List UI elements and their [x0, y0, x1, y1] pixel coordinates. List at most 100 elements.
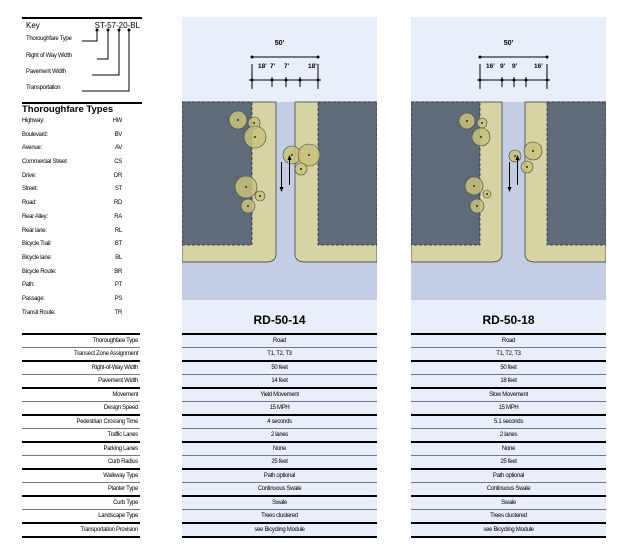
tree-trunk: [259, 195, 261, 197]
row-value: 25 feet: [411, 454, 606, 469]
type-code: AV: [115, 145, 122, 152]
type-row: Path: PT: [22, 279, 142, 293]
row-value: 25 feet: [182, 454, 377, 469]
type-name: Rear lane:: [22, 227, 47, 234]
row-value: Swale: [182, 495, 377, 509]
row-value: Path optional: [182, 468, 377, 482]
type-row: Passage: PS: [22, 293, 142, 307]
type-code: TR: [114, 309, 123, 316]
type-name: Path:: [22, 282, 35, 289]
row-value: 5.1 seconds: [411, 414, 606, 428]
row-value: 18 feet: [411, 373, 606, 388]
tree-trunk: [308, 154, 310, 156]
type-row: Boulevard: BV: [22, 129, 142, 143]
tree-trunk: [532, 150, 534, 152]
row-value: Road: [411, 333, 606, 347]
row-value: 50 feet: [411, 360, 606, 374]
tree-trunk: [526, 166, 528, 168]
type-row: Transit Route: TR: [22, 307, 142, 321]
type-code: BR: [114, 268, 122, 275]
row-label: Pavement Width: [22, 373, 140, 388]
type-name: Boulevard:: [22, 131, 48, 138]
key-item: Transportation: [26, 85, 61, 91]
tree-trunk: [247, 205, 249, 207]
segment-width-dim: 16': [534, 63, 543, 70]
row-value: T1, T2, T3: [411, 346, 606, 361]
row-label: Parking Lanes: [22, 441, 140, 455]
type-row: Bicycle Trail:BT: [22, 238, 142, 252]
row-label: Planter Type: [22, 481, 140, 496]
row-value: Trees clustered: [411, 508, 606, 523]
row-value: Continuous Swale: [182, 481, 377, 496]
tree-trunk: [480, 136, 482, 138]
row-value: None: [182, 441, 377, 455]
row-label: Pedestrian Crossing Time: [22, 414, 140, 428]
type-code: PS: [114, 295, 123, 302]
type-name: Street:: [22, 186, 38, 193]
row-value: Slow Movement: [411, 387, 606, 401]
tree-trunk: [291, 154, 293, 156]
row-label: Traffic Lanes: [22, 427, 140, 442]
row-label: Walkway Type: [22, 468, 140, 482]
tree-trunk: [476, 205, 478, 207]
key-label: Key: [26, 21, 40, 30]
row-label: Thoroughfare Type: [22, 333, 140, 347]
type-row: Bicycle lane:BL: [22, 252, 142, 266]
row-value: 2 lanes: [411, 427, 606, 442]
lot-block-right: [317, 101, 378, 246]
type-row: Road: RD: [22, 197, 142, 211]
type-row: Highway:HW: [22, 115, 142, 129]
row-value: see Bicycling Module: [182, 522, 377, 536]
tree-trunk: [245, 186, 247, 188]
row-value: T1, T2, T3: [182, 346, 377, 361]
row-label: Design Speed: [22, 400, 140, 415]
tree-trunk: [514, 155, 516, 157]
type-name: Passage:: [22, 295, 45, 302]
segment-width-dim: 16': [486, 63, 495, 70]
tree-trunk: [486, 193, 488, 195]
row-label: Curb Radius: [22, 454, 140, 469]
segment-width-dim: 9': [500, 63, 506, 70]
key-code: ST-57-20-BL: [94, 21, 140, 30]
type-code: HW: [112, 118, 123, 124]
divider: [22, 535, 140, 538]
type-name: Avenue:: [22, 145, 42, 152]
type-row: Avenue: AV: [22, 142, 142, 156]
lot-block-right: [546, 101, 607, 246]
segment-width-dim: 7': [284, 63, 290, 70]
key-item: Right of Way Width: [26, 53, 72, 59]
type-code: BV: [114, 131, 123, 138]
row-value: Swale: [411, 495, 606, 509]
row-value: 15 MPH: [182, 400, 377, 415]
type-code: RD: [113, 200, 122, 207]
panel-title: RD-50-18: [482, 313, 535, 327]
type-row: Street:ST: [22, 183, 142, 197]
type-code: DR: [113, 172, 122, 179]
tree-trunk: [237, 119, 239, 121]
type-name: Commercial Street: [22, 159, 67, 166]
type-name: Road:: [22, 200, 37, 207]
key-leader-lines: [82, 28, 131, 92]
type-name: Transit Route:: [22, 309, 56, 316]
type-code: RA: [114, 213, 122, 220]
row-label: Transportation Provision: [22, 522, 140, 536]
row-label: Curb Type: [22, 495, 140, 509]
tree-trunk: [466, 120, 468, 122]
tree-trunk: [300, 168, 302, 170]
street-plan-diagram: [410, 55, 607, 300]
row-value: Road: [182, 333, 377, 347]
row-label: Movement: [22, 387, 140, 401]
key-item: Pavement Width: [26, 69, 66, 75]
row-value: 4 seconds: [182, 414, 377, 428]
tree-trunk: [481, 122, 483, 124]
traffic-arrowheads: [507, 155, 520, 192]
tree-trunk: [473, 185, 475, 187]
row-label: Transect Zone Assignment: [22, 346, 140, 361]
type-code: PT: [114, 282, 122, 289]
row-value: 50 feet: [182, 360, 377, 374]
street-plan-diagram: [181, 55, 378, 300]
